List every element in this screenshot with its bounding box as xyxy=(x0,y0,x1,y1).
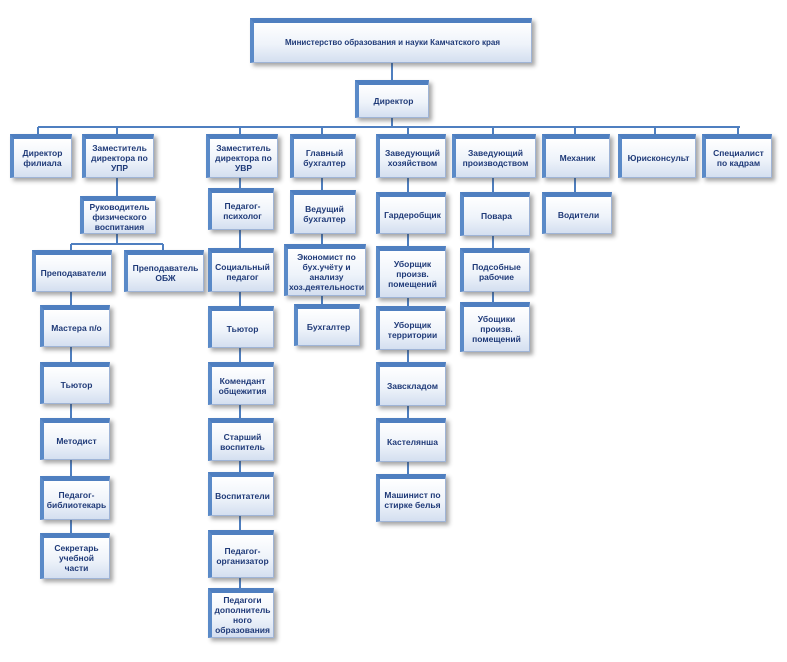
node-lead-accountant: Ведущий бухгалтер xyxy=(290,190,356,234)
node-drivers: Водители xyxy=(542,192,612,234)
node-head-production: Заведующий производством xyxy=(452,134,536,178)
node-additional-teachers: Педагоги дополнитель ного образования xyxy=(208,588,274,638)
node-cooks: Повара xyxy=(460,192,530,236)
node-mechanic: Механик xyxy=(542,134,610,178)
node-economist: Экономист по бух.учёту и анализу хоз.дея… xyxy=(284,244,366,296)
node-head-pe: Руководитель физического воспитания xyxy=(80,196,156,234)
node-commandant: Комендант общежития xyxy=(208,362,274,405)
node-linen-keeper: Кастелянша xyxy=(376,418,446,462)
node-educators: Воспитатели xyxy=(208,472,274,516)
node-hr-specialist: Специалист по кадрам xyxy=(702,134,772,178)
node-masters: Мастера п/о xyxy=(40,305,110,347)
node-legal-adviser: Юрисконсульт xyxy=(618,134,696,178)
node-director: Директор xyxy=(355,80,429,118)
node-librarian: Педагог-библиотекарь xyxy=(40,476,110,520)
node-secretary: Секретарь учебной части xyxy=(40,533,110,579)
node-chief-accountant: Главный бухгалтер xyxy=(290,134,356,178)
node-deputy-uvr: Заместитель директора по УВР xyxy=(206,134,278,178)
node-tutor-upr: Тьютор xyxy=(40,362,110,404)
node-organizer: Педагог-организатор xyxy=(208,530,274,578)
node-deputy-upr: Заместитель директора по УПР xyxy=(82,134,154,178)
node-teacher-obzh: Преподаватель ОБЖ xyxy=(124,250,204,292)
node-laundry-operator: Машинист по стирке белья xyxy=(376,474,446,522)
node-cleaners-production: Убощики произв. помещений xyxy=(460,302,530,352)
node-psychologist: Педагог-психолог xyxy=(208,188,274,230)
node-cloakroom: Гардеробщик xyxy=(376,192,446,234)
node-tutor-uvr: Тьютор xyxy=(208,306,274,348)
node-cleaner-rooms: Уборщик произв. помещений xyxy=(376,246,446,298)
node-cleaner-territory: Уборщик территории xyxy=(376,306,446,350)
node-branch-director: Директор филиала xyxy=(10,134,72,178)
node-senior-educator: Старший воспитель xyxy=(208,418,274,461)
node-teachers: Преподаватели xyxy=(32,250,112,292)
node-methodist: Методист xyxy=(40,418,110,460)
node-storekeeper: Завскладом xyxy=(376,362,446,406)
node-head-household: Заведующий хозяйством xyxy=(376,134,446,178)
node-social-teacher: Социальный педагог xyxy=(208,248,274,292)
node-auxiliary-workers: Подсобные рабочие xyxy=(460,248,530,292)
node-accountant: Бухгалтер xyxy=(294,304,360,346)
node-ministry: Министерство образования и науки Камчатс… xyxy=(250,18,532,63)
